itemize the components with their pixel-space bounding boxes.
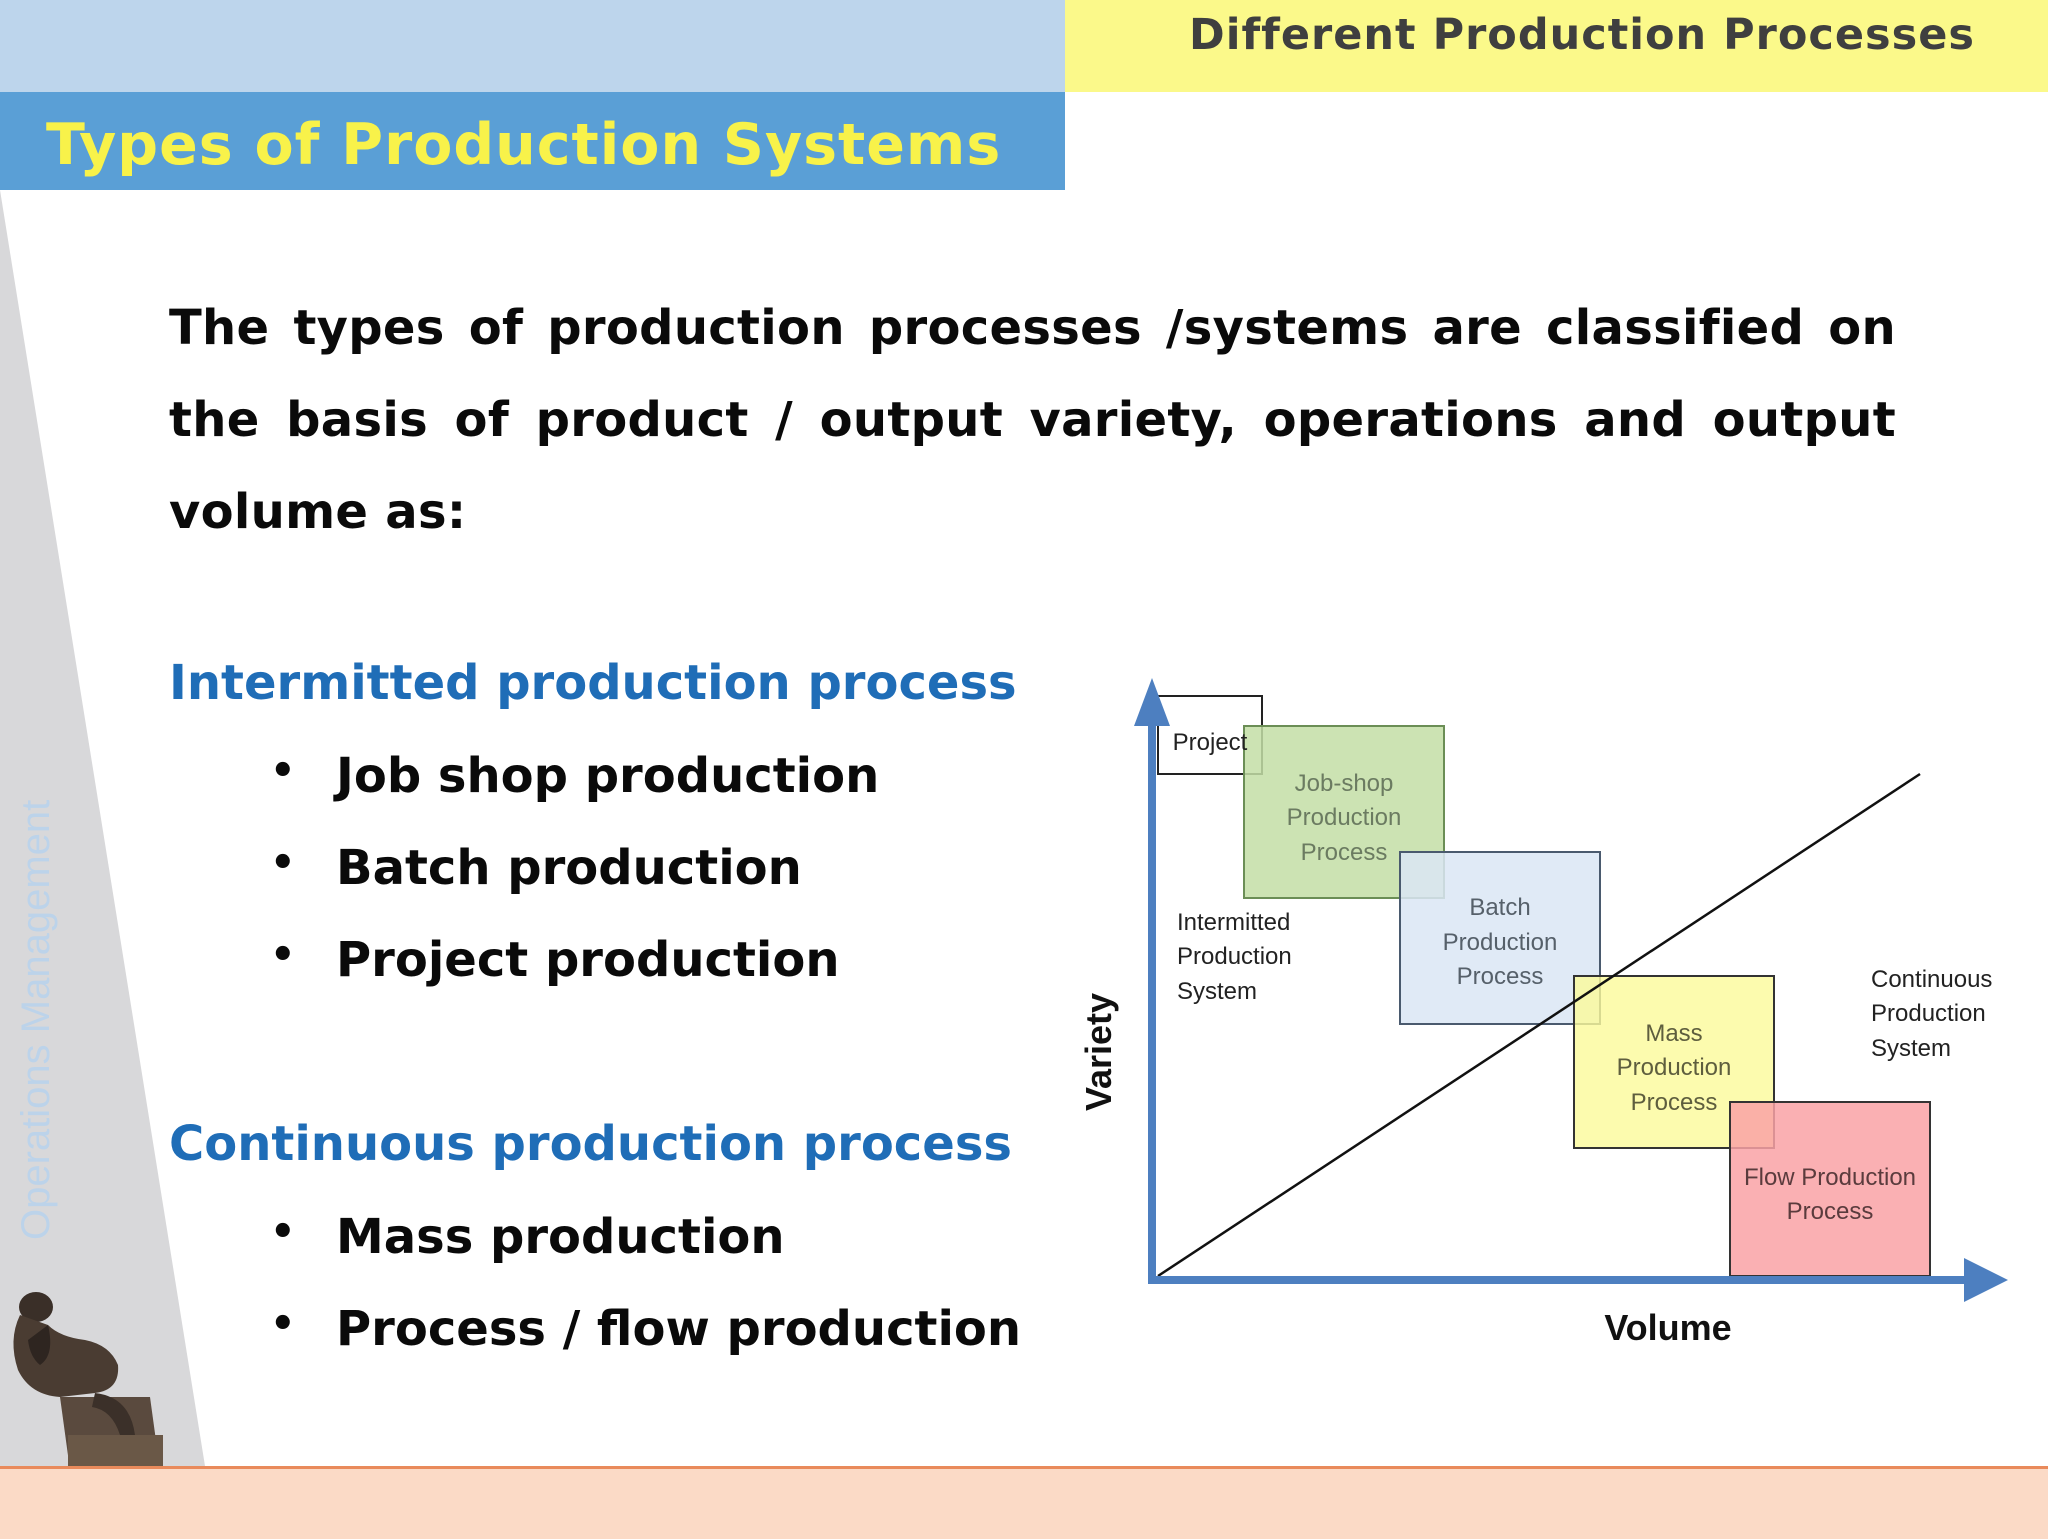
- y-axis-label: Variety: [1078, 993, 1119, 1111]
- intermitted-region-label: System: [1177, 978, 1257, 1005]
- continuous-list: • Mass production • Process / flow produ…: [270, 1209, 1021, 1393]
- section-heading-intermitted: Intermitted production process: [169, 655, 1017, 711]
- box-flow-label: Flow Production: [1744, 1164, 1916, 1191]
- box-flow-label: Process: [1787, 1198, 1874, 1225]
- continuous-region-label: System: [1871, 1035, 1951, 1062]
- bullet-icon: •: [270, 748, 296, 794]
- box-batch-label: Batch: [1469, 894, 1530, 921]
- box-batch-label: Production: [1443, 929, 1558, 956]
- y-axis-arrow-icon: [1134, 678, 1170, 726]
- x-axis-arrow-icon: [1964, 1258, 2008, 1302]
- side-label: Operations Management: [14, 799, 58, 1240]
- footer-band: [0, 1466, 2048, 1539]
- thinker-statue-image: [13, 1292, 163, 1470]
- box-job-shop-label: Process: [1301, 839, 1388, 866]
- header-title: Different Production Processes: [1189, 10, 1975, 60]
- list-item: • Process / flow production: [270, 1301, 1021, 1393]
- list-item-label: Batch production: [336, 840, 802, 896]
- header-right-band: [1065, 0, 2048, 92]
- box-job-shop-label: Production: [1287, 804, 1402, 831]
- intro-paragraph: The types of production processes /syste…: [169, 300, 1896, 540]
- list-item: • Job shop production: [270, 748, 879, 840]
- box-batch-label: Process: [1457, 963, 1544, 990]
- section-heading-continuous: Continuous production process: [169, 1116, 1012, 1172]
- x-axis-label: Volume: [1604, 1307, 1731, 1348]
- title-band: [0, 92, 1065, 190]
- page-title: Types of Production Systems: [46, 112, 1002, 178]
- list-item-label: Mass production: [336, 1209, 785, 1265]
- list-item: • Mass production: [270, 1209, 1021, 1301]
- intermitted-region-label: Intermitted: [1177, 909, 1290, 936]
- box-job-shop-label: Job-shop: [1295, 770, 1394, 797]
- box-mass-label: Production: [1617, 1054, 1732, 1081]
- continuous-region-label: Continuous: [1871, 966, 1992, 993]
- list-item-label: Process / flow production: [336, 1301, 1022, 1357]
- list-item: • Batch production: [270, 840, 879, 932]
- intermitted-list: • Job shop production • Batch production…: [270, 748, 879, 1024]
- intermitted-region-label: Production: [1177, 943, 1292, 970]
- list-item-label: Job shop production: [336, 748, 880, 804]
- box-mass-label: Mass: [1645, 1020, 1702, 1047]
- trend-line: [1157, 772, 1921, 1278]
- bullet-icon: •: [270, 1301, 296, 1347]
- continuous-region-label: Production: [1871, 1000, 1986, 1027]
- production-process-diagram: Variety Volume Project Job-shop Producti…: [1078, 678, 2008, 1348]
- box-project-label: Project: [1173, 729, 1248, 756]
- box-mass-label: Process: [1631, 1089, 1718, 1116]
- list-item: • Project production: [270, 932, 879, 1024]
- bullet-icon: •: [270, 1209, 296, 1255]
- bullet-icon: •: [270, 932, 296, 978]
- header-left-band: [0, 0, 1065, 92]
- list-item-label: Project production: [336, 932, 840, 988]
- bullet-icon: •: [270, 840, 296, 886]
- box-batch: [1399, 851, 1601, 1025]
